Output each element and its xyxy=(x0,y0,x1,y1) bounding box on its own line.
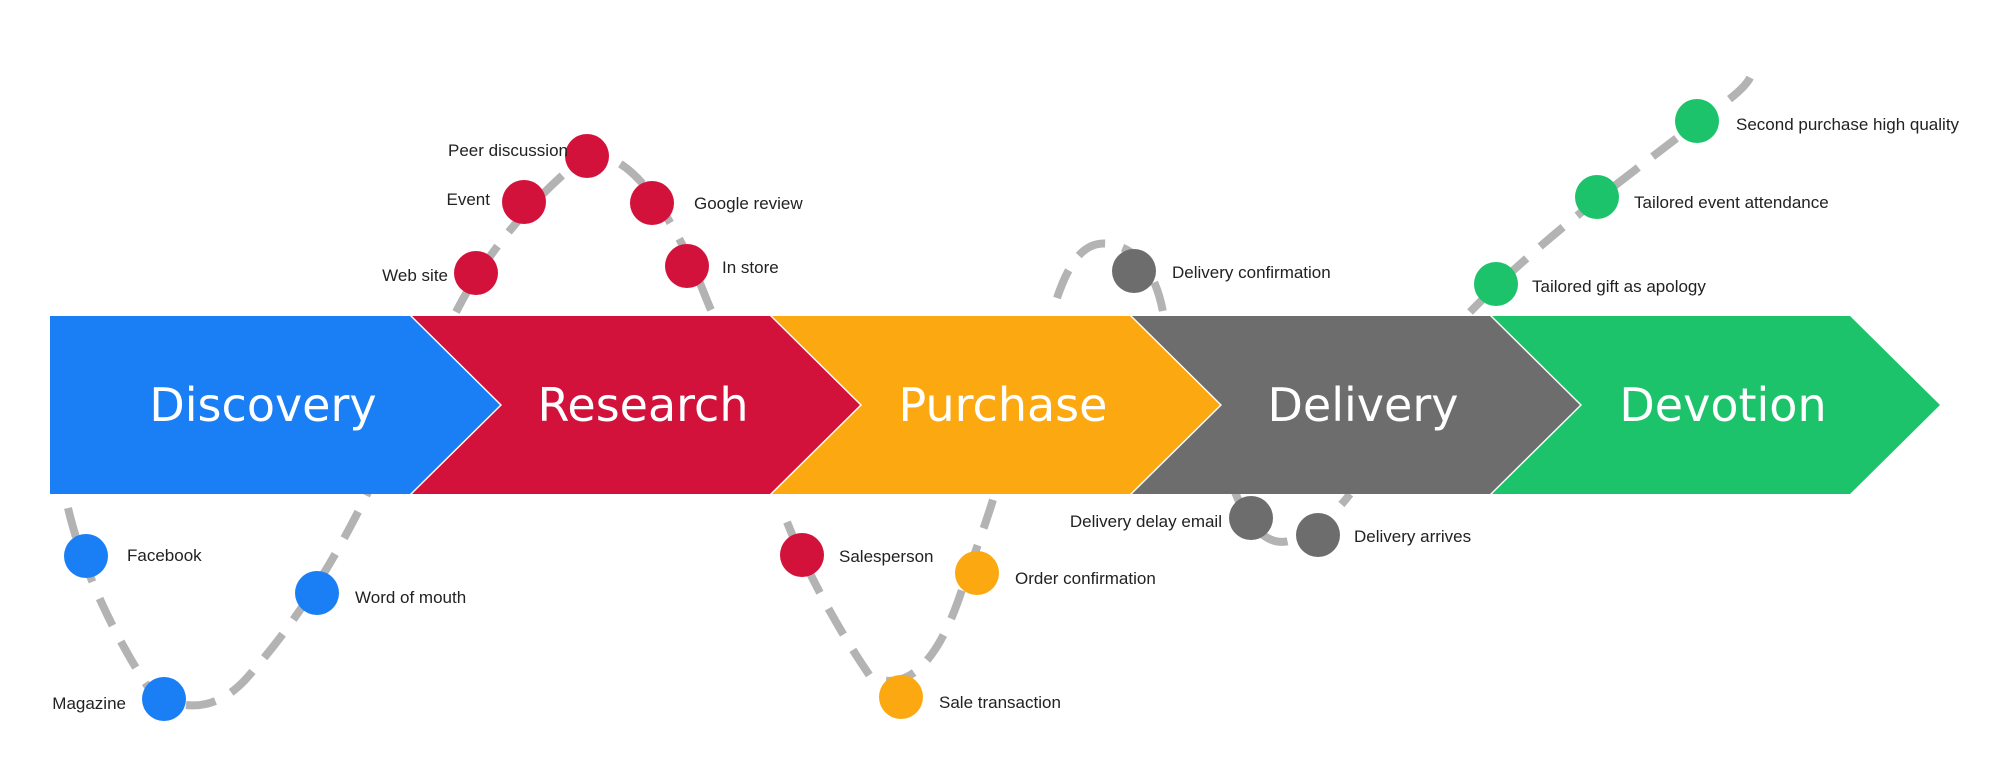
touchpoint-dot-order-confirmation xyxy=(955,551,999,595)
touchpoint-label-facebook: Facebook xyxy=(127,546,202,565)
touchpoint-label-web-site: Web site xyxy=(382,266,448,285)
touchpoint-label-in-store: In store xyxy=(722,258,779,277)
stage-chevron-purchase xyxy=(772,316,1220,494)
touchpoint-dot-delivery-delay-email xyxy=(1229,496,1273,540)
path-discovery xyxy=(64,490,372,710)
stage-label-research: Research xyxy=(538,378,749,432)
touchpoint-dot-salesperson xyxy=(780,533,824,577)
touchpoint-label-salesperson: Salesperson xyxy=(839,547,934,566)
touchpoint-label-peer-discussion: Peer discussion xyxy=(448,141,568,160)
touchpoint-dot-second-purchase xyxy=(1675,99,1719,143)
touchpoint-dot-magazine xyxy=(142,677,186,721)
touchpoint-dot-peer-discussion xyxy=(565,134,609,178)
touchpoint-dots xyxy=(64,99,1719,721)
touchpoint-labels: Facebook Word of mouth Magazine Web site… xyxy=(52,115,1959,713)
stage-chevron-delivery xyxy=(1132,316,1580,494)
path-purchase-top xyxy=(1053,239,1167,313)
touchpoint-dot-sale-transaction xyxy=(879,675,923,719)
touchpoint-dot-google-review xyxy=(630,181,674,225)
touchpoint-label-delivery-delay-email: Delivery delay email xyxy=(1070,512,1222,531)
touchpoint-dot-facebook xyxy=(64,534,108,578)
stage-chevron-research xyxy=(412,316,860,494)
touchpoint-label-second-purchase: Second purchase high quality xyxy=(1736,115,1960,134)
stage-chevron-devotion xyxy=(1492,316,1940,494)
touchpoint-dot-event xyxy=(502,180,546,224)
touchpoint-label-delivery-confirmation: Delivery confirmation xyxy=(1172,263,1331,282)
path-devotion xyxy=(1467,70,1756,315)
stage-label-delivery: Delivery xyxy=(1268,378,1459,432)
touchpoint-label-magazine: Magazine xyxy=(52,694,126,713)
touchpoint-label-tailored-gift: Tailored gift as apology xyxy=(1532,277,1706,296)
touchpoint-label-google-review: Google review xyxy=(694,194,803,213)
touchpoint-dot-word-of-mouth xyxy=(295,571,339,615)
touchpoint-dot-tailored-event xyxy=(1575,175,1619,219)
touchpoint-dot-delivery-confirmation xyxy=(1112,249,1156,293)
touchpoint-dot-web-site xyxy=(454,251,498,295)
journey-path xyxy=(64,70,1756,710)
stage-label-purchase: Purchase xyxy=(899,378,1108,432)
stage-label-devotion: Devotion xyxy=(1619,378,1826,432)
touchpoint-label-sale-transaction: Sale transaction xyxy=(939,693,1061,712)
stage-label-discovery: Discovery xyxy=(149,378,376,432)
touchpoint-dot-in-store xyxy=(665,244,709,288)
touchpoint-label-tailored-event: Tailored event attendance xyxy=(1634,193,1829,212)
touchpoint-dot-delivery-arrives xyxy=(1296,513,1340,557)
stage-chevron-discovery xyxy=(50,316,500,494)
stage-chevrons: Discovery Research Purchase Delivery Dev… xyxy=(50,316,1940,494)
touchpoint-dot-tailored-gift xyxy=(1474,262,1518,306)
touchpoint-label-word-of-mouth: Word of mouth xyxy=(355,588,466,607)
touchpoint-label-event: Event xyxy=(447,190,491,209)
touchpoint-label-delivery-arrives: Delivery arrives xyxy=(1354,527,1471,546)
touchpoint-label-order-confirmation: Order confirmation xyxy=(1015,569,1156,588)
path-research xyxy=(452,152,716,314)
